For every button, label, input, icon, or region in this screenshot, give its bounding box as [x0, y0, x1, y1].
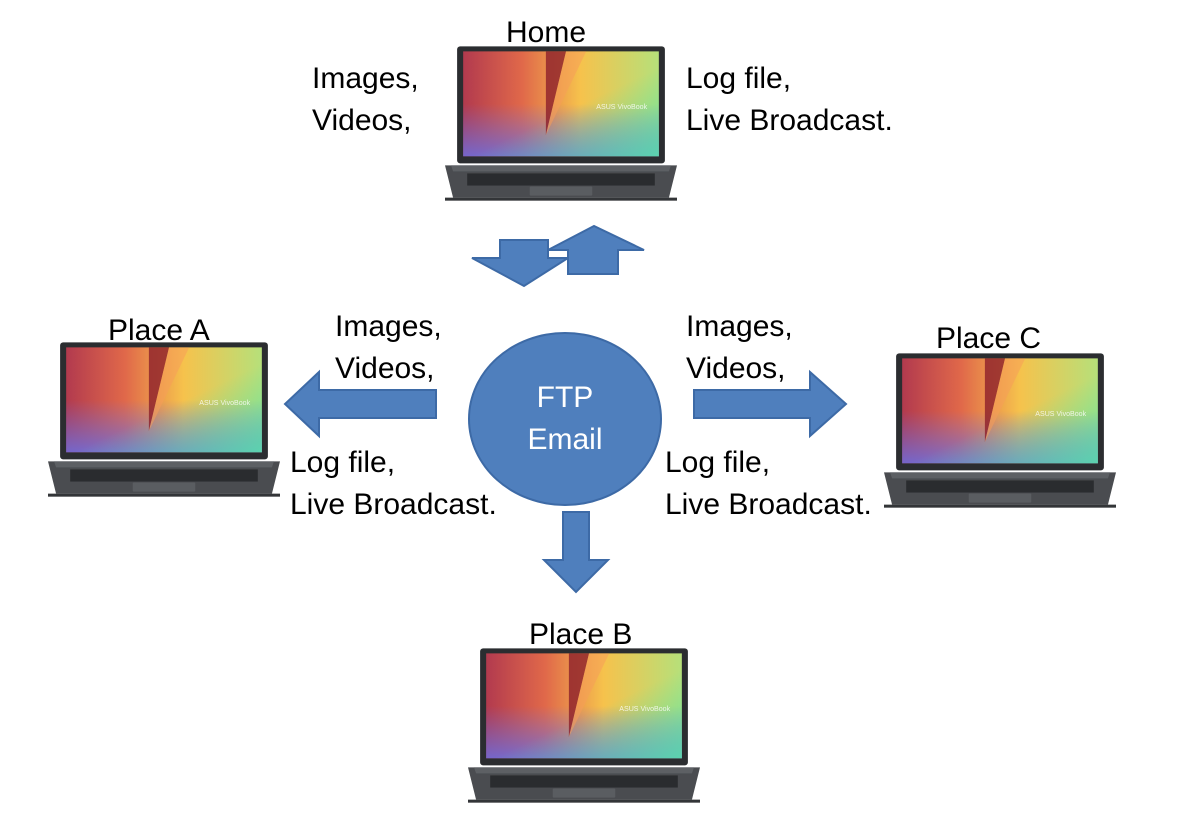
hub-line-email: Email — [527, 423, 603, 456]
laptop-brand-text: ASUS VivoBook — [619, 706, 670, 713]
caption-line: Images, — [312, 62, 419, 95]
laptop-place-a-icon: ASUS VivoBook — [48, 342, 280, 497]
caption-line: Images, — [686, 310, 793, 343]
laptop-place-b-icon: ASUS VivoBook — [468, 648, 700, 803]
arrow-up-icon — [547, 224, 645, 275]
caption-home-log: Log file, Live Broadcast. — [686, 58, 893, 142]
ftp-email-hub: FTP Email — [468, 332, 662, 506]
caption-line: Log file, — [665, 446, 771, 479]
caption-left-log: Log file, Live Broadcast. — [290, 442, 497, 526]
node-label-place-a: Place A — [108, 314, 210, 347]
arrow-down-to-place-b-icon — [541, 511, 611, 594]
arrow-left-icon — [283, 369, 437, 439]
laptop-brand-text: ASUS VivoBook — [596, 104, 647, 111]
caption-line: Videos, — [312, 104, 412, 137]
hub-line-ftp: FTP — [536, 381, 594, 414]
caption-left-media: Images, Videos, — [335, 306, 442, 390]
laptop-brand-text: ASUS VivoBook — [1035, 411, 1086, 418]
caption-home-media: Images, Videos, — [312, 58, 419, 142]
laptop-home-icon: ASUS VivoBook — [445, 46, 677, 201]
caption-line: Live Broadcast. — [665, 488, 872, 521]
node-label-place-b: Place B — [529, 618, 633, 651]
caption-line: Log file, — [290, 446, 396, 479]
caption-line: Videos, — [686, 352, 786, 385]
caption-right-media: Images, Videos, — [686, 306, 793, 390]
caption-right-log: Log file, Live Broadcast. — [665, 442, 872, 526]
arrow-down-icon — [471, 239, 572, 288]
caption-line: Live Broadcast. — [686, 104, 893, 137]
caption-line: Log file, — [686, 62, 792, 95]
node-label-place-c: Place C — [936, 322, 1042, 355]
caption-line: Videos, — [335, 352, 435, 385]
arrow-right-icon — [693, 369, 848, 439]
laptop-brand-text: ASUS VivoBook — [199, 400, 250, 407]
laptop-place-c-icon: ASUS VivoBook — [884, 353, 1116, 508]
caption-line: Images, — [335, 310, 442, 343]
node-label-home: Home — [506, 16, 587, 49]
caption-line: Live Broadcast. — [290, 488, 497, 521]
